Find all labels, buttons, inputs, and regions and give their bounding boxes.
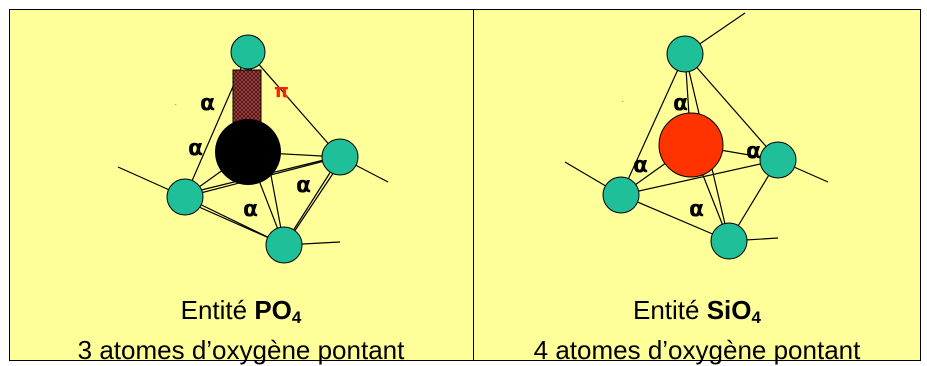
sio4-title: Entité SiO4	[470, 294, 924, 334]
po4-description: 3 atomes d’oxygène pontant	[77, 335, 405, 365]
po4-title: Entité PO4	[14, 294, 468, 334]
sio4-description: 4 atomes d’oxygène pontant	[533, 335, 861, 365]
caption-prefix: Entité	[633, 295, 707, 325]
diagram-frame: . α α α α π	[9, 9, 921, 365]
phosphorus-atom	[215, 119, 281, 185]
sio4-caption: Entité SiO4 4 atomes d’oxygène pontant	[470, 294, 924, 366]
oxygen-atom-right	[321, 138, 359, 176]
oxygen-atom-bottom	[265, 226, 303, 264]
sio4-structure: . α α α α	[564, 12, 829, 260]
alpha-label: α	[296, 173, 311, 198]
panel-divider	[473, 10, 474, 360]
oxygen-atom-bottom	[710, 222, 748, 260]
oxygen-atom-left	[166, 178, 204, 216]
oxygen-atom-right	[759, 141, 797, 179]
alpha-label: α	[188, 136, 203, 161]
formula-subscript: 4	[291, 308, 302, 327]
caption-prefix: Entité	[180, 295, 255, 325]
structures-svg: . α α α α π	[117, 12, 829, 264]
formula-main: PO	[254, 295, 292, 325]
po4-caption: Entité PO4 3 atomes d’oxygène pontant	[14, 294, 468, 366]
formula-main: SiO	[706, 295, 752, 325]
alpha-label: α	[200, 91, 215, 116]
dot-mark: .	[175, 101, 177, 107]
oxygen-atom-left	[602, 176, 640, 214]
alpha-label: α	[243, 197, 258, 222]
alpha-label: α	[633, 153, 648, 178]
oxygen-atom-top	[230, 34, 266, 70]
pi-label: π	[274, 80, 289, 102]
oxygen-atom-top	[666, 35, 704, 73]
silicon-atom	[658, 112, 724, 178]
alpha-label: α	[689, 197, 704, 222]
alpha-label: α	[746, 139, 761, 164]
alpha-label: α	[673, 91, 688, 116]
formula-subscript: 4	[751, 308, 761, 327]
po4-structure: . α α α α π	[117, 34, 389, 264]
dot-mark: .	[622, 98, 624, 104]
